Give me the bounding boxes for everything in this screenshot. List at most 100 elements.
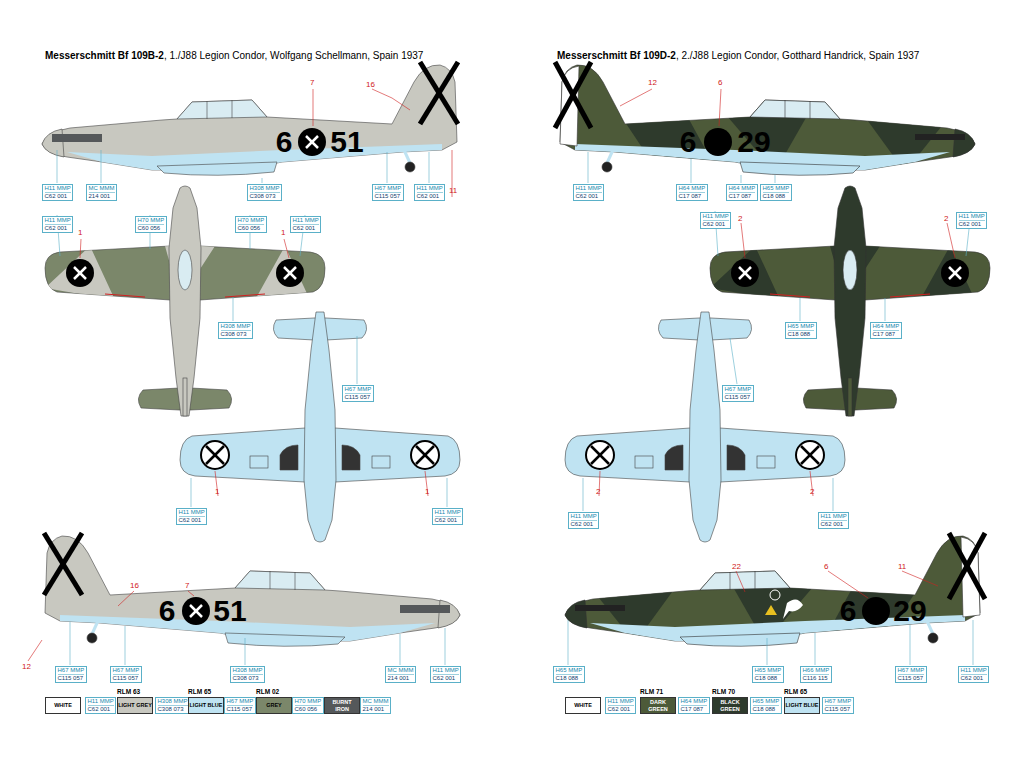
drawing-part — [57, 150, 58, 183]
paint-code-box: H67 MMPC115 057 — [55, 666, 87, 683]
paint-code-bottom: C308 073 — [233, 675, 263, 682]
paint-code-box: H11 MMPC62 001 — [605, 697, 636, 714]
paint-code-top: H67 MMP — [345, 386, 372, 394]
paint-code-bottom: C18 088 — [763, 193, 790, 200]
drawing-part — [953, 129, 975, 157]
paint-code-bottom: C62 001 — [703, 221, 729, 228]
paint-code-top: H11 MMP — [179, 509, 205, 517]
paint-code-box: H11 MMPC62 001 — [432, 508, 463, 525]
drawing-part — [45, 536, 460, 641]
paint-code-bottom: C62 001 — [179, 517, 205, 524]
drawing-part — [206, 446, 224, 464]
drawing-part — [284, 267, 296, 279]
paint-code-bottom: C62 001 — [608, 706, 634, 713]
paint-code-bottom: C115 057 — [725, 394, 752, 401]
drawing-part — [420, 62, 458, 124]
paint-code-box: H67 MMPC115 057 — [722, 385, 754, 402]
drawing-part — [74, 267, 296, 279]
paint-code-top: H11 MMP — [293, 217, 319, 225]
paint-code-top: H11 MMP — [435, 509, 461, 517]
paint-code-bottom: C115 057 — [113, 675, 140, 682]
legend-text: LIGHT BLUE — [786, 702, 819, 709]
paint-code-bottom: C62 001 — [293, 225, 319, 232]
drawing-part — [757, 456, 775, 468]
legend-text: LIGHT BLUE — [190, 702, 223, 709]
drawing-part — [885, 298, 886, 321]
legend-text: BLACK GREEN — [713, 699, 747, 712]
paint-code-bottom: C62 001 — [435, 517, 461, 524]
drawing-part — [555, 62, 591, 128]
drawing-part — [927, 621, 933, 634]
paint-code-bottom: C115 057 — [825, 706, 852, 713]
paint-code-top: H11 MMP — [45, 185, 71, 193]
drawing-part — [190, 605, 202, 617]
paint-code-bottom: C62 001 — [433, 675, 459, 682]
plan-view — [45, 186, 325, 416]
drawing-part — [177, 100, 267, 119]
paint-code-top: H11 MMP — [417, 185, 443, 193]
paint-code-bottom: C60 056 — [295, 706, 322, 713]
legend-swatch: DARK GREEN — [640, 697, 676, 714]
paint-code-box: H64 MMPC17 087 — [726, 184, 758, 201]
callout-number: 1 — [78, 228, 82, 237]
paint-code-top: H308 MMP — [233, 667, 263, 675]
drawing-part — [225, 294, 265, 297]
fuselage-code: 29 — [737, 127, 770, 157]
paint-code-box: H11 MMPC62 001 — [573, 184, 604, 201]
paint-code-top: H67 MMP — [113, 667, 140, 675]
paint-code-box: H11 MMPC62 001 — [430, 666, 461, 683]
drawing-part — [298, 128, 326, 156]
side-profile — [555, 62, 975, 175]
paint-code-top: H11 MMP — [576, 185, 602, 193]
paint-code-top: H67 MMP — [375, 185, 402, 193]
drawing-part — [313, 89, 314, 126]
paint-code-top: H67 MMP — [58, 667, 85, 675]
drawing-part — [767, 638, 768, 665]
paint-code-box: MC MMM214 001 — [385, 666, 416, 683]
paint-code-bottom: C62 001 — [417, 193, 443, 200]
drawing-part — [42, 65, 457, 170]
drawing-part — [284, 239, 289, 258]
legend-text: LIGHT GREY — [118, 702, 152, 709]
drawing-part — [783, 599, 803, 619]
paint-code-top: MC MMM — [363, 698, 389, 706]
drawing-part — [262, 178, 263, 183]
paint-code-bottom: C116 115 — [803, 675, 830, 682]
drawing-part — [80, 239, 81, 258]
drawing-part — [105, 294, 145, 297]
drawing-part — [232, 100, 233, 118]
drawing-part — [201, 441, 229, 469]
paint-code-top: H67 MMP — [825, 698, 852, 706]
drawing-part — [565, 536, 980, 641]
drawing-part — [949, 267, 961, 279]
plan-view — [710, 186, 990, 416]
drawing-part — [42, 129, 64, 157]
paint-code-top: H308 MMP — [158, 698, 188, 706]
unit-pilot: , 1./J88 Legion Condor, Wolfgang Schellm… — [164, 50, 423, 61]
drawing-part — [357, 336, 358, 384]
paint-code-box: H308 MMPC308 073 — [247, 184, 282, 201]
drawing-part — [591, 446, 819, 464]
fuselage-code: 29 — [893, 596, 926, 626]
legend-swatch: BURNT IRON — [324, 697, 360, 714]
drawing-part — [949, 533, 985, 599]
drawing-part — [295, 572, 296, 590]
drawing-part — [555, 62, 591, 128]
drawing-part — [862, 597, 890, 625]
drawing-part — [190, 605, 202, 617]
paint-code-top: H11 MMP — [608, 698, 634, 706]
drawing-part — [306, 136, 318, 148]
legend-text: GREY — [266, 702, 282, 709]
paint-code-top: H64 MMP — [681, 698, 708, 706]
paint-code-box: MC MMM214 001 — [86, 184, 117, 201]
paint-code-top: MC MMM — [89, 185, 115, 193]
drawing-part — [183, 378, 187, 416]
drawing-part — [438, 600, 460, 628]
paint-code-top: H11 MMP — [959, 213, 985, 221]
legend-swatch: LIGHT BLUE — [784, 697, 820, 714]
legend-text: WHITE — [54, 702, 72, 709]
drawing-part — [44, 533, 82, 595]
paint-code-top: H11 MMP — [45, 217, 71, 225]
paint-code-top: H11 MMP — [433, 667, 459, 675]
